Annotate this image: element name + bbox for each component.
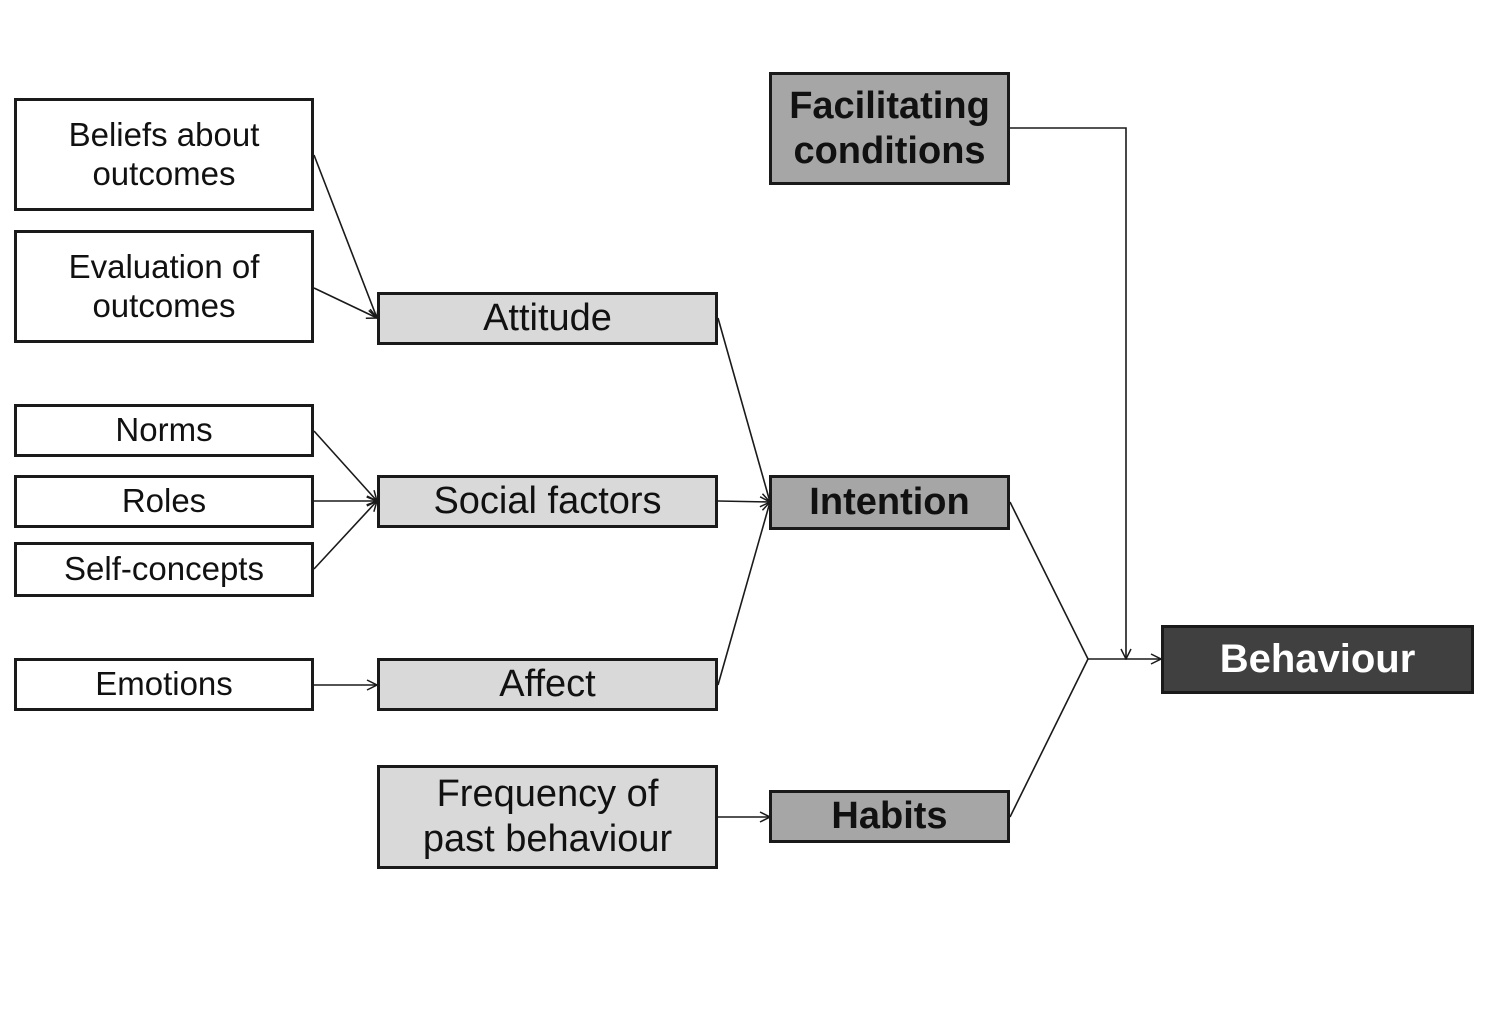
edge-intention-junction <box>1009 501 1089 660</box>
node-social-factors: Social factors <box>377 475 718 528</box>
node-intention: Intention <box>769 475 1010 530</box>
edge-selfconcepts-social <box>313 501 377 570</box>
node-frequency-of-past-behaviour: Frequency of past behaviour <box>377 765 718 869</box>
edge-facilitating-behaviour <box>1010 127 1126 659</box>
edge-norms-social <box>313 430 377 501</box>
node-affect: Affect <box>377 658 718 711</box>
node-habits: Habits <box>769 790 1010 843</box>
edge-affect-intention <box>717 502 770 686</box>
edge-habits-junction <box>1009 658 1089 818</box>
node-norms: Norms <box>14 404 314 457</box>
node-beliefs-about-outcomes: Beliefs about outcomes <box>14 98 314 211</box>
node-facilitating-conditions: Facilitating conditions <box>769 72 1010 185</box>
node-emotions: Emotions <box>14 658 314 711</box>
node-behaviour: Behaviour <box>1161 625 1474 694</box>
edge-beliefs-attitude <box>313 154 377 318</box>
edge-attitude-intention <box>717 317 770 502</box>
edge-evaluation-attitude <box>313 287 377 318</box>
node-evaluation-of-outcomes: Evaluation of outcomes <box>14 230 314 343</box>
node-self-concepts: Self-concepts <box>14 542 314 597</box>
node-roles: Roles <box>14 475 314 528</box>
edge-social-intention <box>717 501 770 502</box>
node-attitude: Attitude <box>377 292 718 345</box>
